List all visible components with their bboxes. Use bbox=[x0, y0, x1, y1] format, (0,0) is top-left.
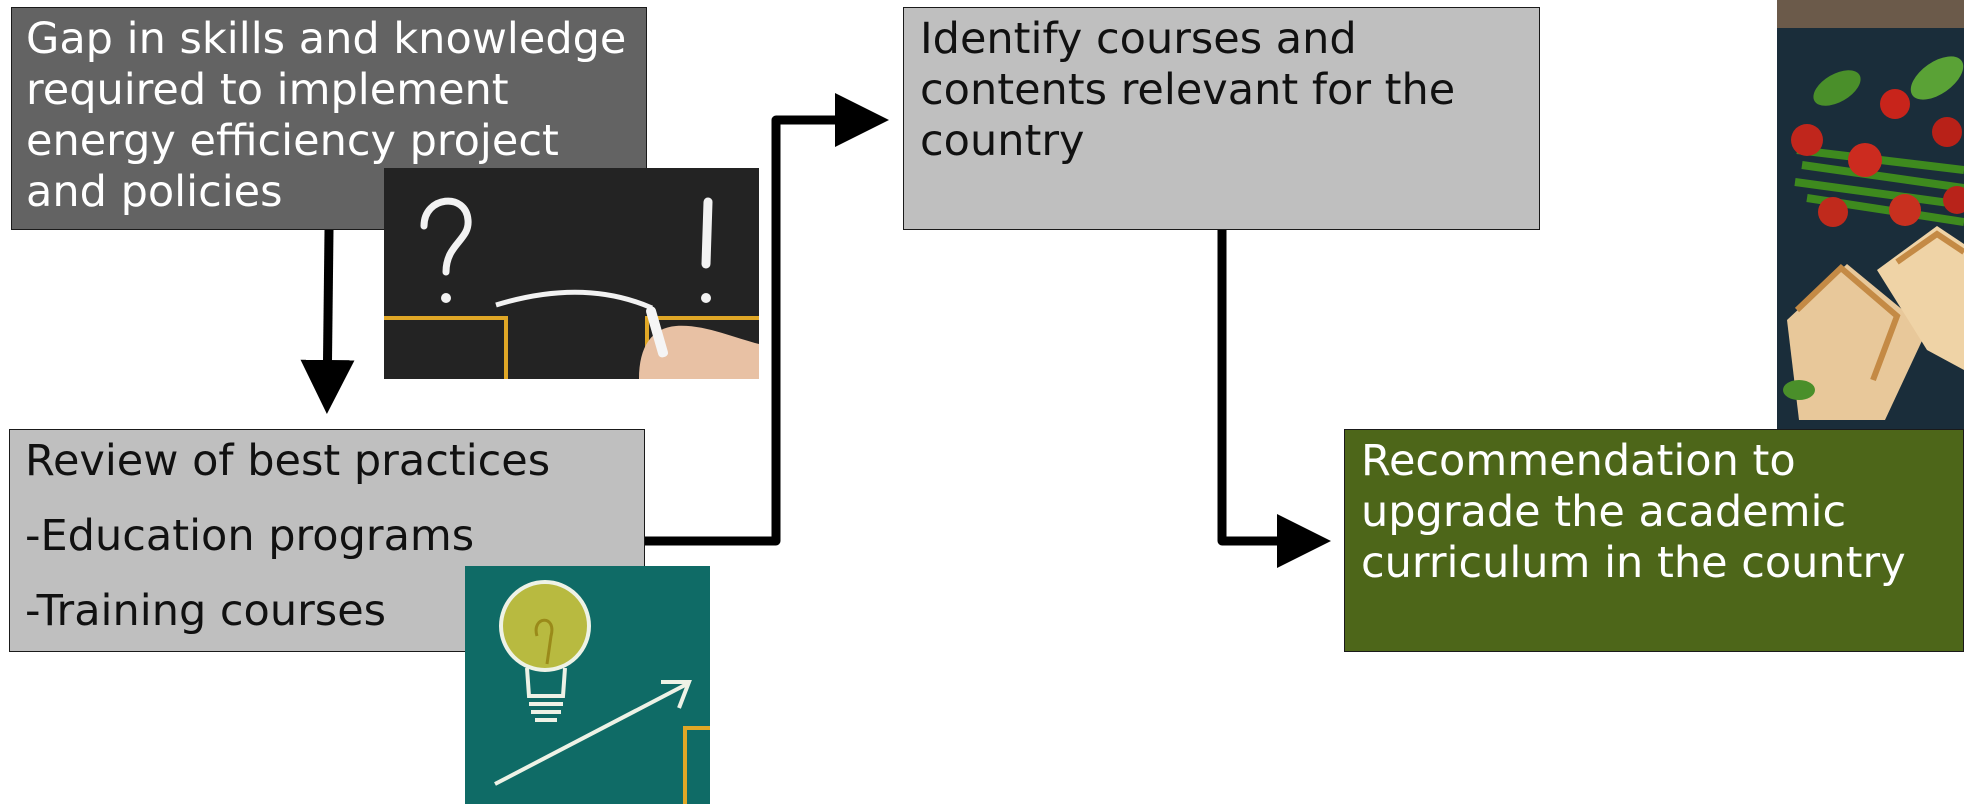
review-box: Review of best practices -Education prog… bbox=[9, 429, 645, 652]
recommend-box-text: Recommendation to upgrade the academic c… bbox=[1361, 436, 1906, 588]
lightbulb-image bbox=[465, 566, 710, 804]
food-image bbox=[1777, 0, 1964, 429]
identify-box-text: Identify courses and contents relevant f… bbox=[920, 14, 1456, 166]
arrow-gap-to-review bbox=[300, 229, 355, 414]
identify-box: Identify courses and contents relevant f… bbox=[903, 7, 1540, 230]
review-box-title: Review of best practices bbox=[25, 436, 551, 486]
arrow-review-to-identify bbox=[645, 93, 889, 546]
gap-box: Gap in skills and knowledge required to … bbox=[11, 7, 647, 230]
gap-box-text: Gap in skills and knowledge required to … bbox=[26, 14, 627, 217]
review-item-education: -Education programs bbox=[25, 511, 475, 561]
chalkboard-image bbox=[384, 168, 759, 379]
recommend-box: Recommendation to upgrade the academic c… bbox=[1344, 429, 1964, 652]
review-item-training: -Training courses bbox=[25, 586, 387, 636]
arrow-identify-to-recommend bbox=[1217, 230, 1331, 568]
